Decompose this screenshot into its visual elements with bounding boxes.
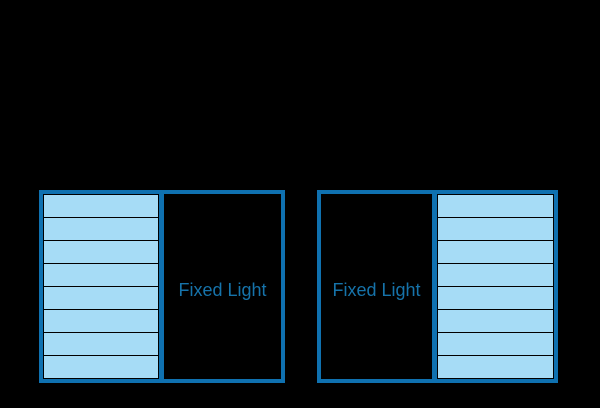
louvre-slat-panel [437, 194, 554, 379]
fixed-light-panel: Fixed Light [321, 194, 432, 379]
louvre-slat [43, 240, 159, 264]
louvre-slat [437, 217, 554, 241]
louvre-slat [43, 309, 159, 333]
louvre-slat [43, 263, 159, 287]
louvre-slat [437, 355, 554, 379]
window-diagram-slats-right: Fixed Light [317, 190, 558, 383]
louvre-slat [437, 309, 554, 333]
mullion-divider [159, 194, 164, 379]
fixed-light-label: Fixed Light [332, 279, 421, 300]
fixed-light-label: Fixed Light [178, 279, 267, 300]
louvre-slat [43, 194, 159, 218]
louvre-slat-panel [43, 194, 159, 379]
window-diagram-slats-left: Fixed Light [39, 190, 285, 383]
fixed-light-panel: Fixed Light [164, 194, 281, 379]
louvre-slat [437, 286, 554, 310]
louvre-slat [43, 355, 159, 379]
louvre-slat [437, 332, 554, 356]
louvre-slat [437, 194, 554, 218]
louvre-slat [437, 240, 554, 264]
louvre-slat [43, 332, 159, 356]
mullion-divider [432, 194, 437, 379]
louvre-slat [437, 263, 554, 287]
louvre-slat [43, 217, 159, 241]
louvre-slat [43, 286, 159, 310]
